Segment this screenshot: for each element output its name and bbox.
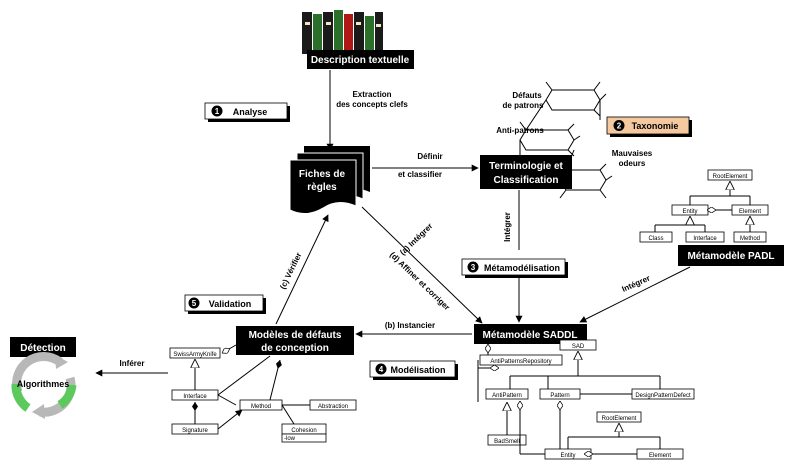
model-abstraction-label: Abstraction (318, 404, 348, 410)
model-cohesion-attr: -low (284, 436, 296, 442)
padl-root-label: RootElement (713, 174, 748, 180)
saddl-entity-label: Entity (560, 453, 575, 459)
integrer-padl-arrow (579, 266, 691, 323)
step-analyse: 1 Analyse (204, 102, 290, 122)
step-1-number: 1 (215, 107, 220, 116)
saddl-repository-label: AntiPatternsRepository (490, 359, 551, 365)
step-validation: 5 Validation (184, 294, 266, 314)
fiches-label-1: Fiches de (299, 169, 346, 180)
saddl-badsmell-label: BadSmell (494, 439, 520, 445)
defauts-patrons-label-2: de patrons (503, 101, 544, 110)
padl-element-label: Element (739, 209, 761, 215)
description-node (307, 50, 414, 69)
definir-label-1: Définir (417, 152, 442, 161)
d-affiner-label: (d) Affiner et corriger (388, 250, 452, 312)
padl-entity-label: Entity (682, 209, 697, 215)
saddl-root-label: RootElement (602, 416, 637, 422)
saddl-label: Métamodèle SADDL (482, 330, 577, 341)
a-integrer-label: (a) Intégrer (398, 221, 434, 257)
saddl-design-defect-label: DesignPatternDefect (635, 393, 691, 399)
anti-patrons-label: Anti-patrons (496, 126, 544, 135)
step-2-label: Taxonomie (632, 121, 679, 131)
books-icon (300, 10, 383, 54)
modeles-node (236, 326, 354, 355)
fiches-node (289, 146, 370, 214)
model-uml: SwissArmyKnife Interface Signature Metho… (169, 344, 357, 443)
definir-label-2: et classifier (398, 170, 442, 179)
description-label: Description textuelle (311, 55, 410, 66)
padl-node (678, 245, 784, 266)
inferer-label: Inférer (120, 359, 145, 368)
padl-label: Métamodèle PADL (687, 251, 774, 262)
fiches-label-2: règles (307, 182, 337, 193)
modeles-label-2: de conception (261, 343, 329, 354)
mauvaises-odeurs-label-1: Mauvaises (612, 149, 653, 158)
step-4-label: Modélisation (390, 365, 445, 375)
step-5-number: 5 (192, 299, 197, 308)
terminologie-label-2: Classification (493, 175, 558, 186)
saddl-uml: SAD AntiPatternsRepository AntiPattern P… (477, 339, 695, 460)
step-1-label: Analyse (233, 107, 268, 117)
integrer-vertical-label: Intégrer (503, 212, 512, 242)
model-swiss-label: SwissArmyKnife (173, 352, 217, 358)
model-cohesion-label: Cohesion (291, 428, 316, 434)
step-3-number: 3 (471, 263, 476, 272)
step-5-label: Validation (209, 299, 252, 309)
saddl-sad-label: SAD (572, 344, 585, 350)
algorithm-cycle-icon (11, 351, 77, 419)
model-signature-label: Signature (182, 428, 208, 434)
modeles-label-1: Modèles de défauts (249, 330, 342, 341)
model-interface-label: Interface (183, 394, 207, 400)
detection-node (10, 337, 76, 357)
padl-uml: RootElement Entity Element Class Interfa… (639, 169, 769, 243)
saddl-node (474, 324, 587, 344)
terminologie-label-1: Terminologie et (489, 161, 563, 172)
instancier-label: (b) Instancier (385, 321, 435, 330)
step-taxonomie: 2 Taxonomie (606, 116, 692, 137)
step-4-number: 4 (379, 365, 384, 374)
verifier-arrow (275, 214, 329, 325)
algorithmes-label: Algorithmes (17, 379, 70, 389)
padl-interface-label: Interface (693, 236, 717, 242)
step-metamodelisation: 3 Métamodélisation (461, 258, 568, 278)
padl-class-label: Class (648, 236, 663, 242)
saddl-pattern-label: Pattern (550, 393, 569, 399)
extraction-label-2: des concepts clefs (336, 100, 408, 109)
detection-label: Détection (20, 343, 66, 354)
saddl-antipattern-label: AntiPattern (492, 393, 522, 399)
c-verifier-label: (c) Vérifier (278, 251, 303, 291)
integrer-padl-label: Intégrer (621, 274, 652, 294)
mauvaises-odeurs-label-2: odeurs (619, 159, 646, 168)
step-3-label: Métamodélisation (484, 263, 560, 273)
step-modelisation: 4 Modélisation (369, 360, 458, 380)
defauts-patrons-label-1: Défauts (512, 91, 542, 100)
model-method-label: Method (251, 404, 271, 410)
terminologie-node (480, 155, 572, 189)
extraction-label-1: Extraction (352, 90, 391, 99)
padl-method-label: Method (740, 236, 760, 242)
step-2-number: 2 (617, 122, 622, 131)
saddl-element-label: Element (649, 453, 671, 459)
integrer-a-arrow (361, 206, 483, 324)
